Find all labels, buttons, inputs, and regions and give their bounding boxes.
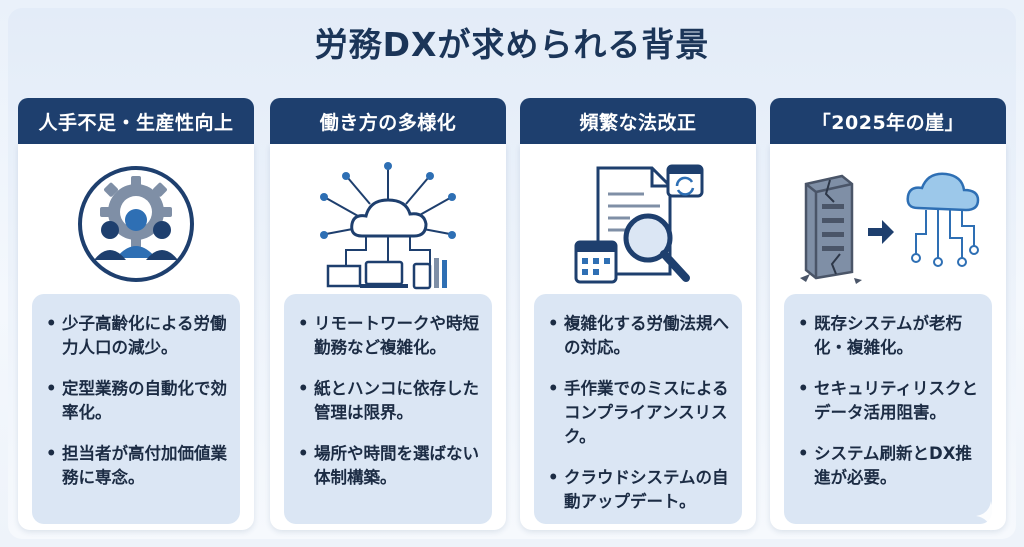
bullet-panel: •複雑化する労働法規への対応。 •手作業でのミスによるコンプライアンスリスク。 … [534,294,742,524]
list-item: •手作業でのミスによるコンプライアンスリスク。 [548,379,729,446]
column-work-style: 働き方の多様化 •リモートワークや時短勤務など複雑化。 •紙とハンコに依存した管… [270,98,506,530]
column-heading: 「2025年の崖」 [770,98,1006,144]
page-title: 労務DXが求められる背景 [314,25,710,64]
list-item: •少子高齢化による労働力人口の減少。 [46,314,227,357]
column-2025-cliff: 「2025年の崖」 •既存システムが老朽化・複雑化。 •セキュリティリスクとデー… [770,98,1006,530]
column-heading: 人手不足・生産性向上 [18,98,254,144]
list-item: •複雑化する労働法規への対応。 [548,314,729,357]
people-gear-icon [78,166,194,282]
document-magnifier-calendar-icon [574,164,704,284]
column-labor-shortage: 人手不足・生産性向上 •少子高齢化による労働力人口の減少。 •定型業務の自動化で… [18,98,254,530]
sparkle-icon [976,501,1006,531]
list-item: •セキュリティリスクとデータ活用阻害。 [798,379,979,422]
list-item: •場所や時間を選ばない体制構築。 [298,444,479,487]
list-item: •リモートワークや時短勤務など複雑化。 [298,314,479,357]
column-law-revision: 頻繁な法改正 •複雑化する労働法規への対応。 •手作業でのミスによるコンプライア… [520,98,756,530]
column-heading: 頻繁な法改正 [520,98,756,144]
list-item: •定型業務の自動化で効率化。 [46,379,227,422]
list-item: •既存システムが老朽化・複雑化。 [798,314,963,357]
list-item: •紙とハンコに依存した管理は限界。 [298,379,479,422]
list-item: •システム刷新とDX推進が必要。 [798,444,972,487]
bullet-panel: •既存システムが老朽化・複雑化。 •セキュリティリスクとデータ活用阻害。 •シス… [784,294,992,524]
list-item: •担当者が高付加価値業務に専念。 [46,444,227,487]
bullet-panel: •リモートワークや時短勤務など複雑化。 •紙とハンコに依存した管理は限界。 •場… [284,294,492,524]
column-heading: 働き方の多様化 [270,98,506,144]
legacy-server-to-cloud-icon [800,172,980,284]
bullet-panel: •少子高齢化による労働力人口の減少。 •定型業務の自動化で効率化。 •担当者が高… [32,294,240,524]
cloud-network-devices-icon [320,162,456,290]
list-item: •クラウドシステムの自動アップデート。 [548,468,729,511]
